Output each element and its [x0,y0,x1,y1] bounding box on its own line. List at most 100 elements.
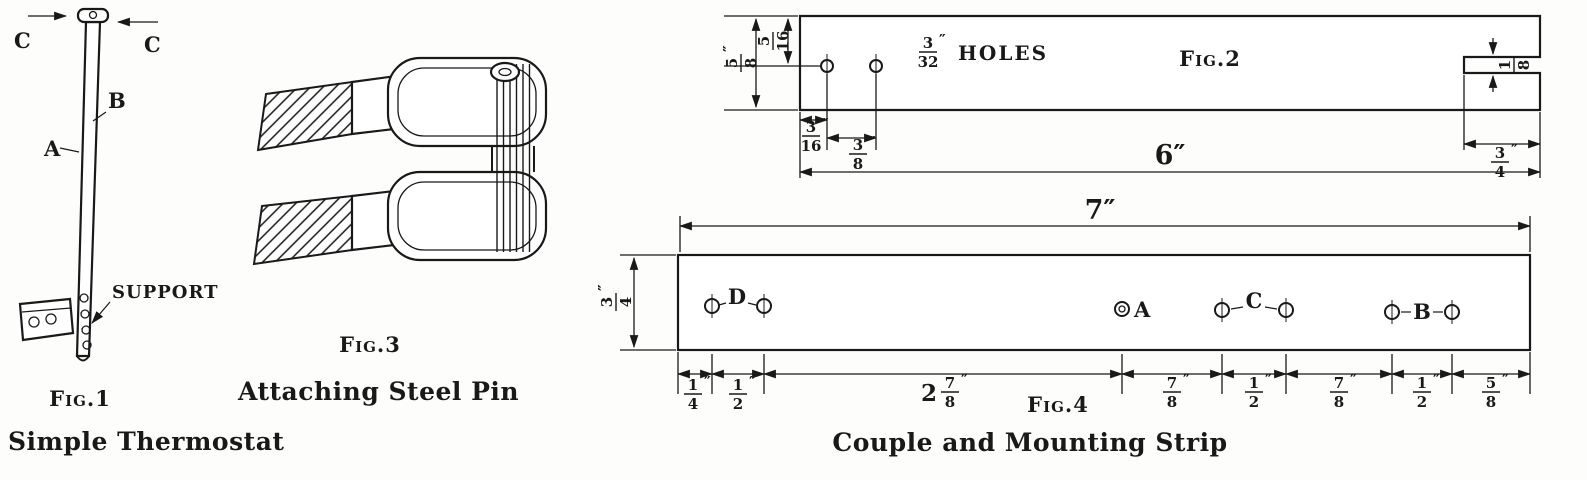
svg-text:7: 7 [1167,374,1177,392]
svg-text:8: 8 [853,155,863,173]
bracket-hole [28,316,40,328]
svg-text:8: 8 [1515,60,1533,70]
lower-sleeve-inner [397,181,537,251]
svg-text:7: 7 [1334,374,1344,392]
dim-chain-4: 1 2 ″ [1245,371,1272,411]
fig4-width-dimension-lines [620,254,676,351]
hole-label-c: C [1246,288,1263,313]
svg-text:8: 8 [1486,393,1496,411]
svg-text:″: ″ [822,115,829,133]
fig2-caption: Fig.2 [1179,46,1241,71]
dim-width-three-quarters: 3 4 ″ [595,284,635,311]
fig4-length-dimension [678,216,1532,252]
fig3-caption: Fig.3 [339,332,401,357]
thermostat-strip [75,20,102,358]
svg-text:″: ″ [1433,371,1440,389]
dim-chain-5: 7 8″ [1330,371,1357,411]
fig4-title: Couple and Mounting Strip [832,428,1227,457]
hole-label-b: B [1413,299,1431,324]
svg-text:1: 1 [1496,60,1514,70]
dim-chain-2: 2 7 8″ [921,371,968,411]
svg-text:3: 3 [923,34,933,52]
svg-text:16: 16 [774,31,792,52]
fig2-hole-offset-lines [798,74,878,178]
svg-text:4: 4 [688,395,698,413]
label-c-left: C [14,28,31,53]
dim-three-eighths: 3 8 ″ [849,133,876,173]
fig2-notch-dimension-lines [1462,38,1542,150]
bracket-hole [45,313,57,325]
svg-text:1: 1 [733,376,743,394]
label-a: A [43,136,61,161]
svg-text:″: ″ [939,31,946,49]
hole-label-a: A [1133,297,1151,322]
dim-three-thirtyseconds: 3 32 ″ [918,31,946,71]
slotted-strip-outline [798,14,1542,112]
mounting-strip-outline [676,253,1532,352]
svg-text:5: 5 [1486,374,1496,392]
svg-text:8: 8 [1167,393,1177,411]
svg-text:3: 3 [1495,144,1505,162]
svg-text:2: 2 [1249,393,1259,411]
strip-rivet-holes [79,293,92,350]
fig1-caption: Fig.1 [49,386,111,411]
dim-chain-1: 1 2″ [729,373,756,413]
svg-text:5: 5 [755,36,773,46]
upper-sleeve-inner [397,67,537,137]
svg-text:″: ″ [1511,141,1518,159]
fig1-title: Simple Thermostat [8,427,284,456]
fig1-drawing: C C A B SUPPORT Fig.1 Simple Thermostat [8,7,284,456]
svg-text:4: 4 [1495,163,1505,181]
pin-head [489,61,521,83]
svg-text:2: 2 [1417,393,1427,411]
svg-text:32: 32 [918,53,939,71]
fig2-left-dimension-lines [724,15,820,111]
svg-text:1: 1 [1249,374,1259,392]
length-six-inch: 6″ [1155,140,1186,171]
lower-strip-hatched-end [252,194,353,266]
svg-text:2: 2 [921,380,937,407]
fig4-caption: Fig.4 [1027,392,1089,417]
fig4-holes [704,294,1460,324]
svg-text:7: 7 [945,374,955,392]
fig4-chain-extension-lines [677,352,1531,394]
svg-text:3: 3 [806,118,816,136]
label-a-leader [59,147,80,153]
pin-head-inner [498,67,512,77]
section-arrows [28,11,158,27]
svg-text:8: 8 [945,393,955,411]
dim-three-quarters: 3 4 ″ [1491,141,1518,181]
svg-text:8: 8 [742,58,760,68]
holes-label: HOLES [958,41,1048,65]
hole-label-d: D [728,284,746,309]
svg-text:″: ″ [720,45,738,52]
label-c-right: C [144,32,161,57]
bracket-fold-line [21,307,72,313]
label-b: B [108,88,126,113]
dim-chain-0: 1 4″ [684,373,711,413]
strip-rounded-tip [76,355,90,362]
dim-five-sixteenths: 5 16 [755,31,792,52]
hole-label-d-leaders [718,302,757,306]
dim-three-sixteenths: 3 16 ″ [801,115,829,155]
svg-text:″: ″ [1502,371,1509,389]
top-screw-head [88,10,98,20]
svg-text:″: ″ [1265,371,1272,389]
hole-label-c-leaders [1230,306,1278,310]
label-b-leader [92,111,107,122]
label-support: SUPPORT [112,282,218,303]
fig3-drawing: Fig.3 Attaching Steel Pin [237,56,548,406]
dim-five-eighths: 5 8 ″ [720,45,760,72]
svg-text:5: 5 [723,58,741,68]
svg-text:1: 1 [1417,374,1427,392]
svg-text:″: ″ [704,373,711,391]
dim-chain-6: 1 2 ″ [1413,371,1440,411]
dim-chain-3: 7 8″ [1163,371,1190,411]
fig2-drawing: 5 8 ″ 5 16 3 32 ″ HOLES 3 [720,14,1542,181]
fig4-drawing: 7 ″ 3 4 ″ D A C [595,195,1532,457]
svg-text:″: ″ [869,133,876,151]
svg-text:3: 3 [598,297,616,307]
svg-text:″: ″ [1350,371,1357,389]
